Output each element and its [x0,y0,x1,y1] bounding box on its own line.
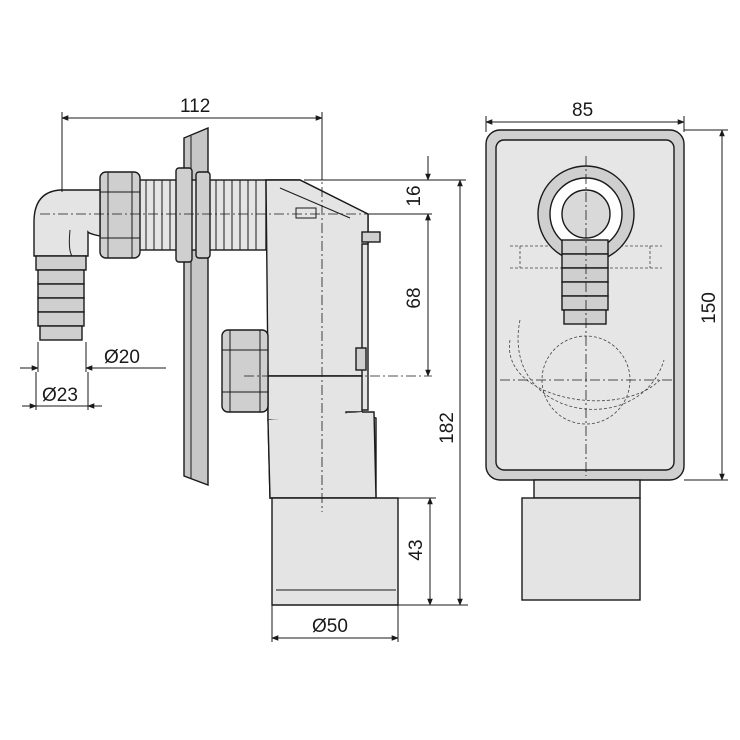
dim-150: 150 [699,292,720,324]
dim-85: 85 [572,100,593,121]
outlet-pipe-side [271,497,399,606]
lock-nut-right [195,171,211,259]
lock-nut-left [175,167,193,263]
dim-16: 16 [404,185,425,206]
dim-112: 112 [180,96,210,117]
dim-diameter-50: Ø50 [312,616,348,637]
dim-43: 43 [406,539,427,560]
dim-diameter-23: Ø23 [42,385,78,406]
hose-barb [35,255,87,341]
outlet-pipe-front [521,497,641,601]
front-view [485,129,685,601]
dimension-lines [20,112,728,642]
center-lines [40,115,672,512]
dim-68: 68 [404,287,425,308]
hose-elbow [33,189,101,257]
union-nut [99,171,141,259]
dim-diameter-20: Ø20 [104,347,140,368]
dim-182: 182 [437,412,458,444]
side-view [33,126,399,606]
cleanout-nut [221,329,269,413]
thread-lines [145,180,257,250]
front-hose-barb [561,239,609,325]
